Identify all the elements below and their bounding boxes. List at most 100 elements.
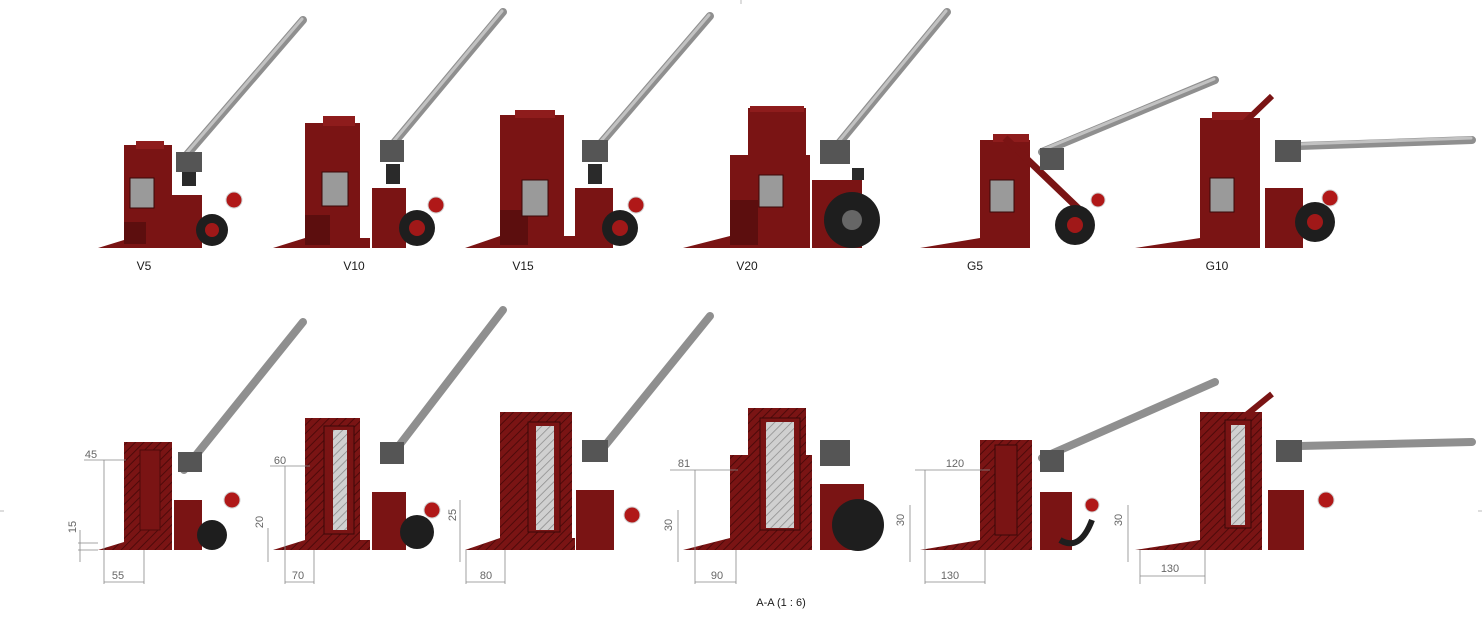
handle <box>591 312 714 462</box>
release-valve <box>427 196 445 214</box>
jack-view-v5: V5 <box>98 16 307 273</box>
handle <box>1038 378 1219 462</box>
pump-head <box>1040 450 1064 472</box>
jack-head <box>323 116 355 126</box>
lever-arm <box>1242 93 1275 125</box>
pump-head <box>176 152 202 172</box>
pump-head <box>1040 148 1064 170</box>
nameplate-window <box>758 174 784 208</box>
dimension-top: 45 <box>85 449 97 461</box>
dimension-bottom: 55 <box>112 570 124 582</box>
pump-head <box>178 452 202 472</box>
jack-head <box>750 106 804 112</box>
release-valve <box>1090 192 1106 208</box>
wheel-hub <box>842 210 862 230</box>
nameplate-window <box>1209 177 1235 213</box>
lever-arm <box>1243 391 1274 419</box>
section-view-g10: 30 130 <box>1113 391 1476 584</box>
wheel-hub <box>1067 217 1083 233</box>
handle <box>180 318 307 474</box>
handle-highlight <box>1298 136 1473 146</box>
wheel <box>197 520 227 550</box>
ram-section <box>333 430 347 530</box>
model-label-v10: V10 <box>343 259 365 273</box>
ram-section <box>1231 425 1245 525</box>
release-valve <box>1317 491 1335 509</box>
wheel-hub <box>409 220 425 236</box>
jack-head <box>1212 112 1252 120</box>
section-view-title: A-A (1 : 6) <box>756 597 806 609</box>
dimension-top: 81 <box>678 458 690 470</box>
nameplate-window <box>129 177 155 209</box>
pump-head <box>1275 140 1301 162</box>
ram-section <box>139 449 161 531</box>
jack-head <box>136 141 164 149</box>
wheel-hub <box>205 223 219 237</box>
section-view-v20: 81 30 90 <box>663 408 884 584</box>
pump-housing <box>576 490 614 550</box>
section-view-g5: 120 30 130 <box>895 378 1219 584</box>
pump-housing <box>1268 490 1304 550</box>
dimension-toe: 15 <box>67 521 79 533</box>
pump-housing <box>372 492 406 550</box>
section-view-v10: 60 20 70 <box>254 306 507 584</box>
pump-cap <box>852 168 864 180</box>
dimension-toe: 20 <box>254 516 266 528</box>
dimension-toe: 25 <box>447 509 459 521</box>
handle-highlight <box>833 9 948 148</box>
nameplate-window <box>521 179 549 217</box>
pump-head <box>582 440 608 462</box>
lever-arm <box>1002 135 1083 213</box>
dimension-bottom: 80 <box>480 570 492 582</box>
section-view-v5: 45 15 55 <box>67 318 307 584</box>
nameplate-window <box>989 179 1015 213</box>
release-valve <box>225 191 243 209</box>
handle <box>1296 136 1476 150</box>
pump-cap <box>588 164 602 184</box>
jack-head <box>515 110 555 118</box>
pump-head <box>380 140 404 162</box>
jack-view-v15: V15 <box>465 12 714 273</box>
jack-view-g10: G10 <box>1135 93 1476 273</box>
dimension-toe: 30 <box>895 514 907 526</box>
pump-cap <box>182 172 196 186</box>
jack-head <box>993 134 1029 142</box>
dimension-top: 60 <box>274 455 286 467</box>
handle <box>384 306 507 464</box>
pump-head <box>380 442 404 464</box>
dimension-toe: 30 <box>1113 514 1125 526</box>
release-valve <box>1321 189 1339 207</box>
pump-head <box>1276 440 1302 462</box>
pump-head <box>820 140 850 164</box>
lifting-claw <box>730 200 758 245</box>
handle <box>1296 438 1476 450</box>
dimension-toe: 30 <box>663 519 675 531</box>
ram-section <box>536 426 554 530</box>
jack-view-v20: V20 <box>683 8 951 273</box>
wheel-hub <box>1307 214 1323 230</box>
release-valve <box>223 491 241 509</box>
lifting-claw <box>305 215 330 245</box>
handle-highlight <box>1040 77 1216 152</box>
handle-highlight <box>386 9 504 150</box>
model-label-v15: V15 <box>512 259 534 273</box>
wheel-arc <box>1058 518 1095 547</box>
ram-section <box>766 422 794 528</box>
dimension-bottom: 130 <box>941 570 959 582</box>
release-valve <box>623 506 641 524</box>
pump-housing <box>174 500 202 550</box>
ram-section <box>994 444 1018 536</box>
pump-housing <box>172 195 202 248</box>
wheel <box>832 499 884 551</box>
dimension-bottom: 130 <box>1161 563 1179 575</box>
jack-view-g5: G5 <box>920 76 1219 273</box>
dimension-bottom: 70 <box>292 570 304 582</box>
pump-housing <box>372 188 406 248</box>
release-valve <box>423 501 441 519</box>
dimension-top: 120 <box>946 458 964 470</box>
model-label-g10: G10 <box>1206 259 1229 273</box>
release-valve <box>1084 497 1100 513</box>
dimension-bottom: 90 <box>711 570 723 582</box>
pump-head <box>820 440 850 466</box>
